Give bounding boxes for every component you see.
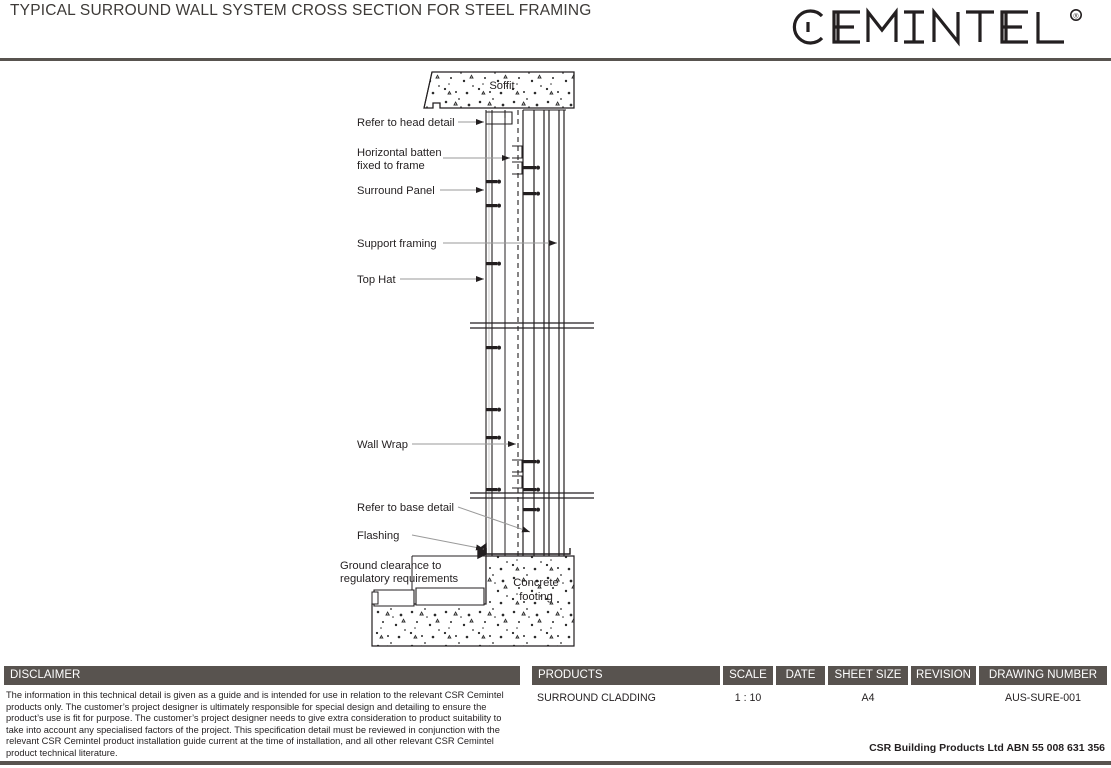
head-detail	[486, 109, 566, 125]
column-header-products: PRODUCTS	[532, 666, 720, 685]
fastener-marks	[486, 165, 540, 600]
company-abn: CSR Building Products Ltd ABN 55 008 631…	[869, 742, 1105, 754]
column-header-sheet-size: SHEET SIZE	[828, 666, 908, 685]
column-header-scale: SCALE	[723, 666, 773, 685]
wall-assembly	[485, 110, 565, 610]
value-sheet-size: A4	[861, 692, 875, 704]
label-concrete-footing-line1: Concrete	[513, 577, 558, 589]
page-title: TYPICAL SURROUND WALL SYSTEM CROSS SECTI…	[10, 2, 592, 19]
leader-base-detail	[457, 506, 531, 533]
concrete-footing	[371, 555, 575, 647]
technical-drawing: Soffit	[0, 62, 1111, 660]
label-support-framing: Support framing	[357, 238, 437, 250]
value-drawing-number: AUS-SURE-001	[1005, 692, 1081, 704]
disclaimer-text: The information in this technical detail…	[6, 690, 504, 758]
break-line-lower	[470, 492, 594, 499]
label-soffit: Soffit	[489, 80, 515, 92]
value-scale: 1 : 10	[734, 692, 762, 704]
soffit-slab	[423, 71, 575, 109]
disclaimer-header: DISCLAIMER	[4, 666, 520, 685]
column-header-revision: REVISION	[911, 666, 976, 685]
registered-mark: ®	[1073, 13, 1079, 21]
label-refer-head-detail: Refer to head detail	[357, 117, 455, 129]
column-header-drawing-number: DRAWING NUMBER	[979, 666, 1107, 685]
title-block: DISCLAIMER The information in this techn…	[0, 666, 1111, 768]
cemintel-logo: ®	[786, 4, 1106, 50]
ground-clearance-dimension	[411, 555, 486, 590]
header-divider	[0, 58, 1111, 61]
label-refer-base-detail: Refer to base detail	[357, 502, 454, 514]
column-header-date: DATE	[776, 666, 825, 685]
label-concrete-footing-line2: footing	[519, 591, 553, 603]
value-products: SURROUND CLADDING	[537, 692, 656, 704]
leader-flashing	[411, 534, 485, 551]
label-flashing: Flashing	[357, 530, 399, 542]
break-line-upper	[470, 322, 594, 329]
label-surround-panel: Surround Panel	[357, 185, 435, 197]
label-top-hat: Top Hat	[357, 274, 396, 286]
label-ground-clearance-line2: regulatory requirements	[340, 573, 459, 585]
label-horizontal-batten-line2: fixed to frame	[357, 160, 425, 172]
label-ground-clearance-line1: Ground clearance to	[340, 560, 441, 572]
label-horizontal-batten-line1: Horizontal batten	[357, 147, 442, 159]
footer-divider	[0, 761, 1111, 765]
label-wall-wrap: Wall Wrap	[357, 439, 408, 451]
